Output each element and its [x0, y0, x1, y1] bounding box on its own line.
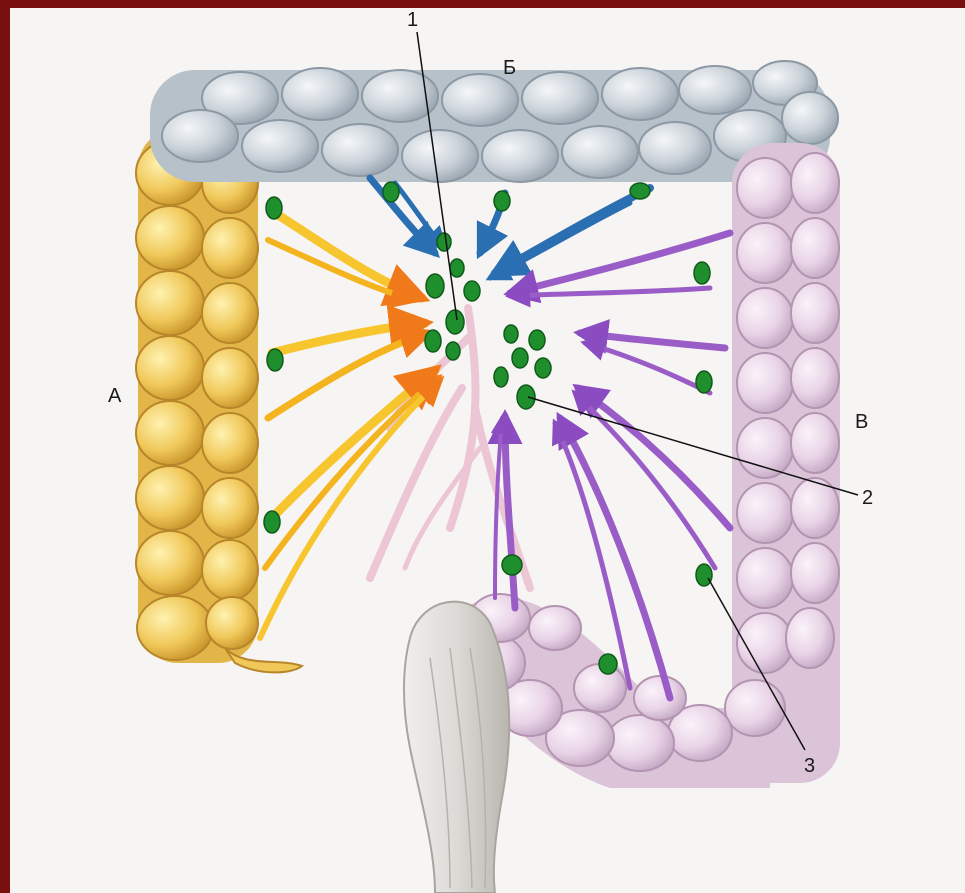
lymph-node: [426, 274, 444, 298]
callout-label-2: 2: [862, 488, 873, 508]
figure-frame: А Б В 1 2 3: [10, 8, 965, 893]
lymph-node: [446, 310, 464, 334]
lymph-node: [494, 367, 508, 387]
label-region-v: В: [855, 412, 868, 432]
yellow-arrows: [260, 213, 440, 638]
lymph-node: [504, 325, 518, 343]
callout-label-1: 1: [407, 10, 418, 30]
lymph-node: [696, 371, 712, 393]
lymph-node: [517, 385, 535, 409]
transverse-colon: [150, 61, 838, 182]
lymph-node: [266, 197, 282, 219]
label-region-b: Б: [503, 58, 516, 78]
lymph-node: [512, 348, 528, 368]
lymph-node: [502, 555, 522, 575]
lymph-node: [696, 564, 712, 586]
lymph-node: [630, 183, 650, 199]
lymph-node: [425, 330, 441, 352]
blue-arrows: [370, 178, 650, 278]
lymph-node: [694, 262, 710, 284]
lymph-node: [383, 182, 399, 202]
lymph-node: [450, 259, 464, 277]
lymph-node: [446, 342, 460, 360]
lymph-node: [267, 349, 283, 371]
lymph-node: [437, 233, 451, 251]
lymph-node: [464, 281, 480, 301]
lymph-node: [529, 330, 545, 350]
descending-colon: [465, 143, 840, 788]
lymph-node: [535, 358, 551, 378]
lymph-node: [264, 511, 280, 533]
callout-label-3: 3: [804, 756, 815, 776]
lymph-node: [494, 191, 510, 211]
lymph-node: [599, 654, 617, 674]
label-region-a: А: [108, 386, 121, 406]
colon-lymph-diagram: [10, 8, 965, 893]
rectum: [404, 602, 509, 893]
